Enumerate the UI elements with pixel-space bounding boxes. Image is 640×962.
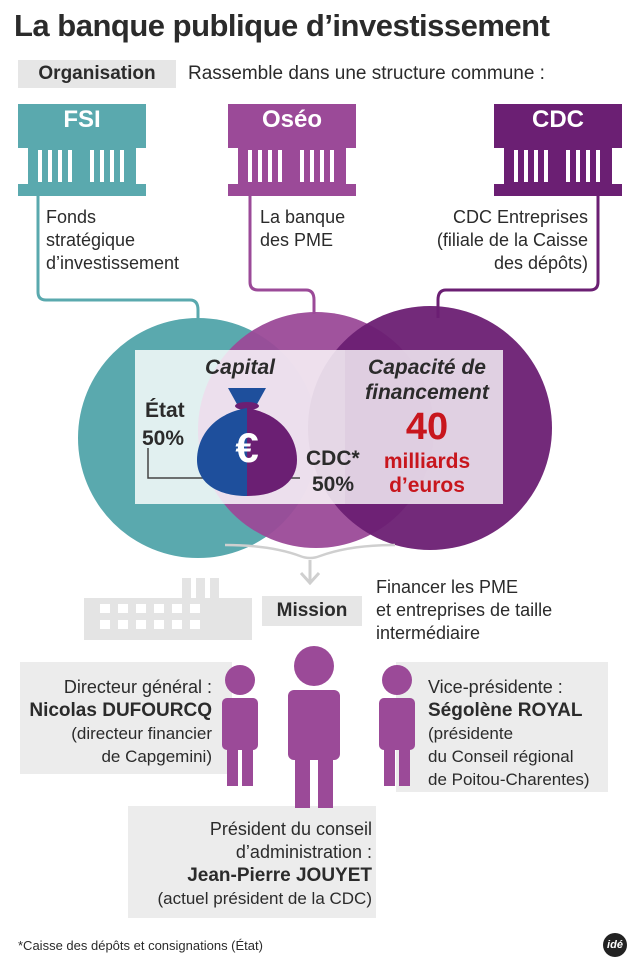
etat-bracket — [147, 448, 205, 479]
fsi-desc-line: stratégique — [46, 230, 136, 250]
dg-note: (directeur financier — [71, 724, 212, 743]
dg-name: Nicolas DUFOURCQ — [29, 700, 212, 721]
ide-logo: idé — [603, 933, 627, 957]
capacity-amount: 40 — [405, 406, 449, 448]
page-title: La banque publique d’investissement — [14, 8, 550, 43]
capacity-title-line2: financement — [365, 381, 489, 404]
mission-description: Financer les PME et entreprises de taill… — [376, 576, 552, 645]
fsi-desc-line: Fonds — [46, 207, 97, 227]
fsi-label: FSI — [63, 106, 101, 133]
cdc-connector — [436, 195, 600, 318]
vp-name: Ségolène ROYAL — [428, 700, 583, 721]
footnote: *Caisse des dépôts et consignations (Éta… — [18, 938, 263, 953]
fsi-building-icon — [18, 104, 146, 196]
mission-tag: Mission — [262, 596, 362, 626]
cdc-share-label: CDC* — [306, 447, 360, 470]
mission-line: intermédiaire — [376, 623, 481, 643]
mission-line: et entreprises de taille — [376, 600, 553, 620]
vp-note: (présidente — [428, 724, 514, 743]
capacity-unit-line2: d’euros — [389, 474, 465, 497]
fsi-desc-line: d’investissement — [46, 253, 180, 273]
capacity-panel — [345, 350, 503, 504]
vp-box — [396, 662, 608, 792]
person-dg-icon — [222, 665, 258, 786]
oseo-building-icon — [228, 104, 356, 196]
oseo-desc-line: La banque — [260, 207, 346, 227]
fsi-connector — [36, 195, 200, 318]
dg-info: Directeur général : Nicolas DUFOURCQ (di… — [20, 676, 212, 768]
president-name: Jean-Pierre JOUYET — [187, 865, 372, 886]
factory-icon — [84, 578, 252, 640]
person-vp-icon — [379, 665, 415, 786]
oseo-label: Oséo — [261, 106, 323, 133]
euro-icon: € — [235, 424, 259, 471]
vp-role: Vice-présidente : — [428, 677, 563, 697]
vp-info: Vice-présidente : Ségolène ROYAL (présid… — [428, 676, 608, 791]
president-role: d’administration : — [235, 842, 372, 862]
capacity-title-line1: Capacité de — [368, 356, 486, 379]
president-info: Président du conseil d’administration : … — [132, 818, 372, 910]
organisation-description: Rassemble dans une structure commune : — [188, 63, 545, 84]
etat-percent: 50% — [142, 427, 185, 450]
president-role: Président du conseil — [209, 819, 372, 839]
dg-role: Directeur général : — [63, 677, 212, 697]
cdc-share-percent: 50% — [312, 473, 355, 496]
vp-note: de Poitou-Charentes) — [428, 770, 590, 789]
dg-box — [20, 662, 232, 774]
president-box — [128, 806, 376, 918]
oseo-connector — [248, 195, 316, 314]
person-president-icon — [288, 646, 340, 808]
cdc-desc-line: CDC Entreprises — [452, 207, 588, 227]
organisation-tag: Organisation — [18, 60, 176, 88]
down-arrow-icon — [299, 560, 321, 586]
fsi-description: Fonds stratégique d’investissement — [46, 206, 179, 275]
capacity-unit-line1: milliards — [383, 450, 471, 473]
mission-bracket — [224, 543, 396, 560]
oseo-description: La banque des PME — [260, 206, 345, 252]
mission-line: Financer les PME — [376, 577, 519, 597]
president-note: (actuel président de la CDC) — [157, 889, 372, 908]
cdc-description: CDC Entreprises (filiale de la Caisse de… — [400, 206, 588, 275]
oseo-desc-line: des PME — [260, 230, 334, 250]
cdc-desc-line: des dépôts) — [493, 253, 588, 273]
money-bag-icon — [197, 388, 297, 496]
cdc-desc-line: (filiale de la Caisse — [436, 230, 588, 250]
etat-label: État — [145, 399, 185, 422]
dg-note: de Capgemini) — [101, 747, 212, 766]
cdc-building-icon — [494, 104, 622, 196]
capital-title: Capital — [205, 356, 276, 379]
cdc-label: CDC — [532, 106, 584, 133]
vp-note: du Conseil régional — [428, 747, 574, 766]
